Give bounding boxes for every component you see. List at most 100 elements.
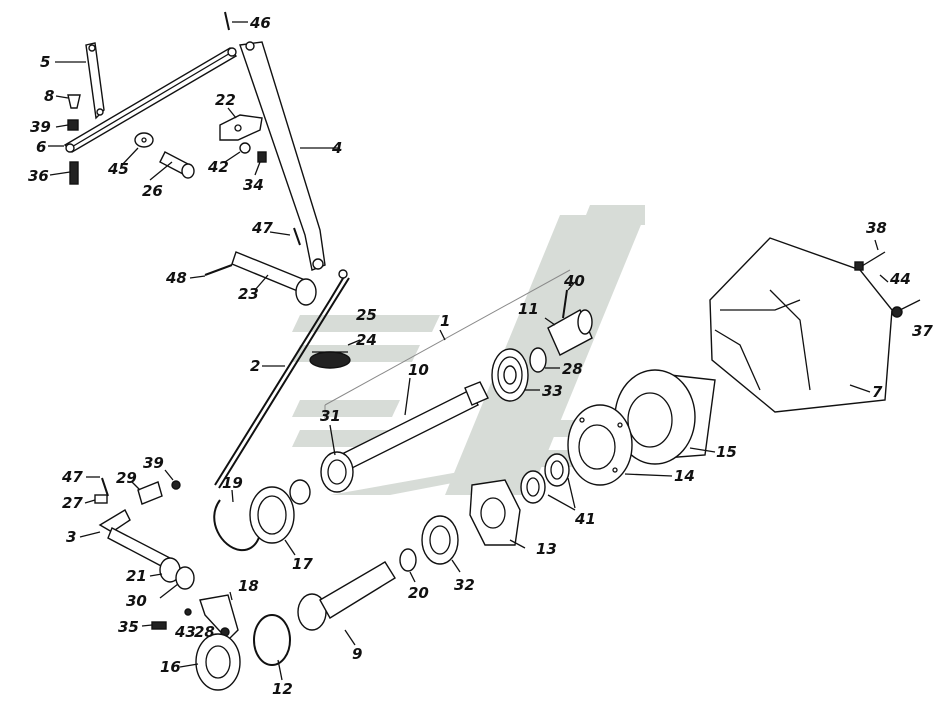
callout-43: 43 [174, 623, 196, 641]
part-5-link [55, 42, 105, 120]
part-39-nut-bottom [164, 469, 181, 490]
callout-11: 11 [518, 300, 539, 318]
callout-41: 41 [574, 510, 596, 528]
callout-6: 6 [36, 138, 46, 156]
part-22-bracket [219, 107, 263, 141]
callout-29: 29 [116, 469, 137, 487]
callout-30: 30 [126, 592, 147, 610]
part-8-cap [55, 94, 81, 109]
part-24-25-pad [309, 339, 361, 369]
part-41-seals [520, 453, 576, 511]
part-36-bolt [49, 161, 79, 185]
callout-31: 31 [320, 407, 341, 425]
callout-16: 16 [160, 658, 181, 676]
part-32-bearing [421, 515, 461, 573]
part-44-washer [879, 274, 889, 283]
part-27-pin [84, 494, 108, 504]
callout-24: 24 [356, 331, 377, 349]
part-12-snapring [253, 614, 291, 681]
callout-5: 5 [40, 53, 50, 71]
callout-39-bottom: 39 [143, 454, 164, 472]
callout-14: 14 [674, 467, 695, 485]
part-3-crank [79, 509, 171, 569]
part-40-screw [562, 281, 576, 319]
callout-42: 42 [207, 158, 229, 176]
part-15-cover [614, 369, 716, 465]
part-26-pin [149, 151, 195, 181]
callout-40: 40 [563, 272, 585, 290]
callout-25: 25 [356, 306, 377, 324]
part-31-gear [320, 424, 354, 493]
callout-8: 8 [44, 87, 54, 105]
callout-37: 37 [912, 322, 933, 340]
callout-22: 22 [215, 91, 236, 109]
part-21-ring [149, 557, 181, 583]
part-7-housing [709, 237, 893, 413]
part-10-shaft [339, 377, 489, 471]
part-45-washer [121, 132, 154, 166]
callout-26: 26 [142, 182, 163, 200]
callout-20: 20 [408, 584, 429, 602]
part-17-ring [249, 486, 296, 556]
part-29-block [131, 481, 163, 505]
part-4-lever [239, 41, 340, 271]
callout-3: 3 [66, 528, 76, 546]
callout-28-bottom: 28 [194, 623, 215, 641]
part-43-pin [184, 608, 192, 616]
part-9-gear-shaft [297, 561, 396, 646]
part-46-pin [224, 11, 248, 31]
part-18-fork [199, 591, 239, 642]
callout-15: 15 [716, 443, 737, 461]
callout-4: 4 [331, 139, 342, 157]
callout-33: 33 [542, 382, 563, 400]
callout-32: 32 [454, 576, 475, 594]
callout-9: 9 [352, 645, 362, 663]
part-35-bolt [141, 621, 167, 630]
callout-23: 23 [238, 285, 259, 303]
part-13-gasket [469, 479, 526, 549]
part-23-shaft [231, 251, 317, 306]
part-38-bolt [854, 239, 886, 271]
part-30-seal [159, 566, 195, 599]
callout-46: 46 [249, 14, 271, 32]
callout-48: 48 [165, 269, 187, 287]
callout-12: 12 [272, 680, 293, 698]
part-11-sleeve [544, 309, 593, 356]
part-20-ring [399, 548, 417, 583]
part-42-washer [224, 142, 251, 163]
callout-21: 21 [126, 567, 147, 585]
part-14-flange [567, 404, 673, 486]
part-47-pin-top [269, 227, 301, 246]
part-16-gear [179, 633, 241, 691]
callout-39: 39 [30, 118, 51, 136]
callout-17: 17 [292, 555, 313, 573]
callout-44: 44 [889, 270, 911, 288]
part-37-bolt [891, 299, 921, 318]
callout-47-bottom: 47 [61, 468, 83, 486]
callout-34: 34 [243, 176, 264, 194]
callout-7: 7 [872, 383, 883, 401]
part-2-rod [214, 269, 350, 489]
part-34-bolt [254, 151, 267, 176]
part-bushing [289, 479, 311, 505]
part-33-bearing [491, 348, 540, 402]
callout-47-top: 47 [251, 219, 273, 237]
group-1-bracket [324, 269, 571, 420]
callout-1: 1 [440, 312, 450, 330]
callout-28-top: 28 [562, 360, 583, 378]
callout-19: 19 [222, 474, 243, 492]
callout-10: 10 [408, 361, 429, 379]
callout-36: 36 [28, 167, 49, 185]
callout-2: 2 [250, 357, 260, 375]
callout-13: 13 [536, 540, 557, 558]
callout-27: 27 [62, 494, 83, 512]
part-47-pin-bottom [86, 476, 109, 497]
callout-18: 18 [238, 577, 259, 595]
callout-45: 45 [107, 160, 129, 178]
callout-38: 38 [866, 219, 887, 237]
part-28-ring-top [529, 347, 560, 373]
part-6-bar [48, 47, 238, 153]
callout-35: 35 [118, 618, 139, 636]
part-39-nut [55, 119, 79, 131]
